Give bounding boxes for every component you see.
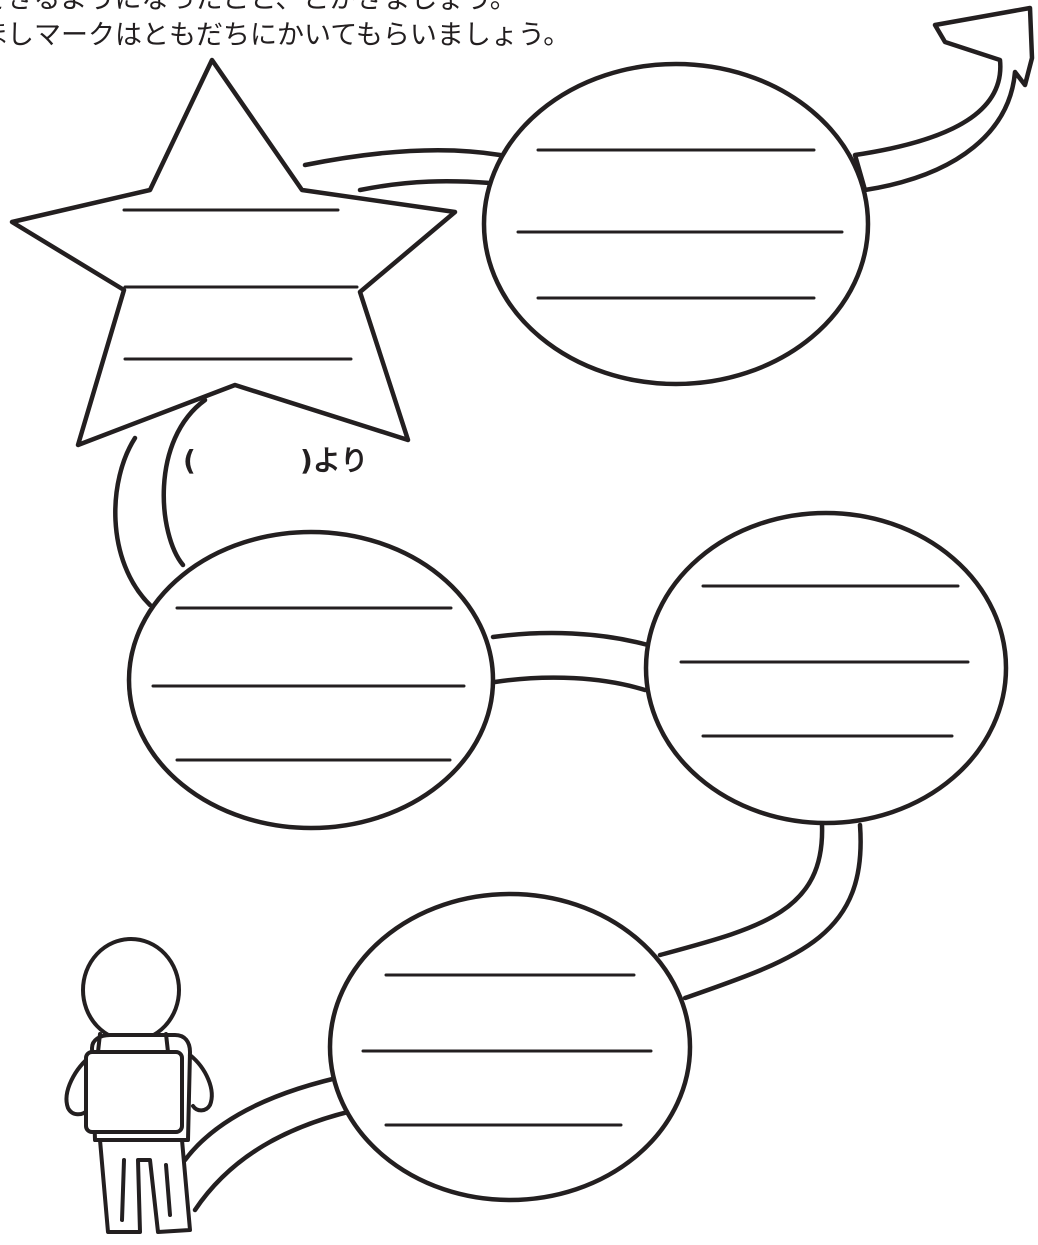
path-bottom-to-middle-right <box>660 825 861 998</box>
star-shape <box>12 60 455 445</box>
bubble-top <box>484 64 868 384</box>
bubble-bottom <box>330 894 690 1200</box>
child-figure-icon <box>67 939 212 1232</box>
path-star-to-top-bubble <box>305 150 500 190</box>
from-close-text: )より <box>300 444 368 477</box>
bubble-middle-left <box>129 532 493 828</box>
path-middle-left-to-middle-right <box>493 633 648 690</box>
from-friend-label: ( )より <box>183 444 368 477</box>
from-open-paren: ( <box>183 444 196 477</box>
goal-arrow-icon <box>855 8 1032 190</box>
bubble-middle-right <box>646 513 1006 823</box>
